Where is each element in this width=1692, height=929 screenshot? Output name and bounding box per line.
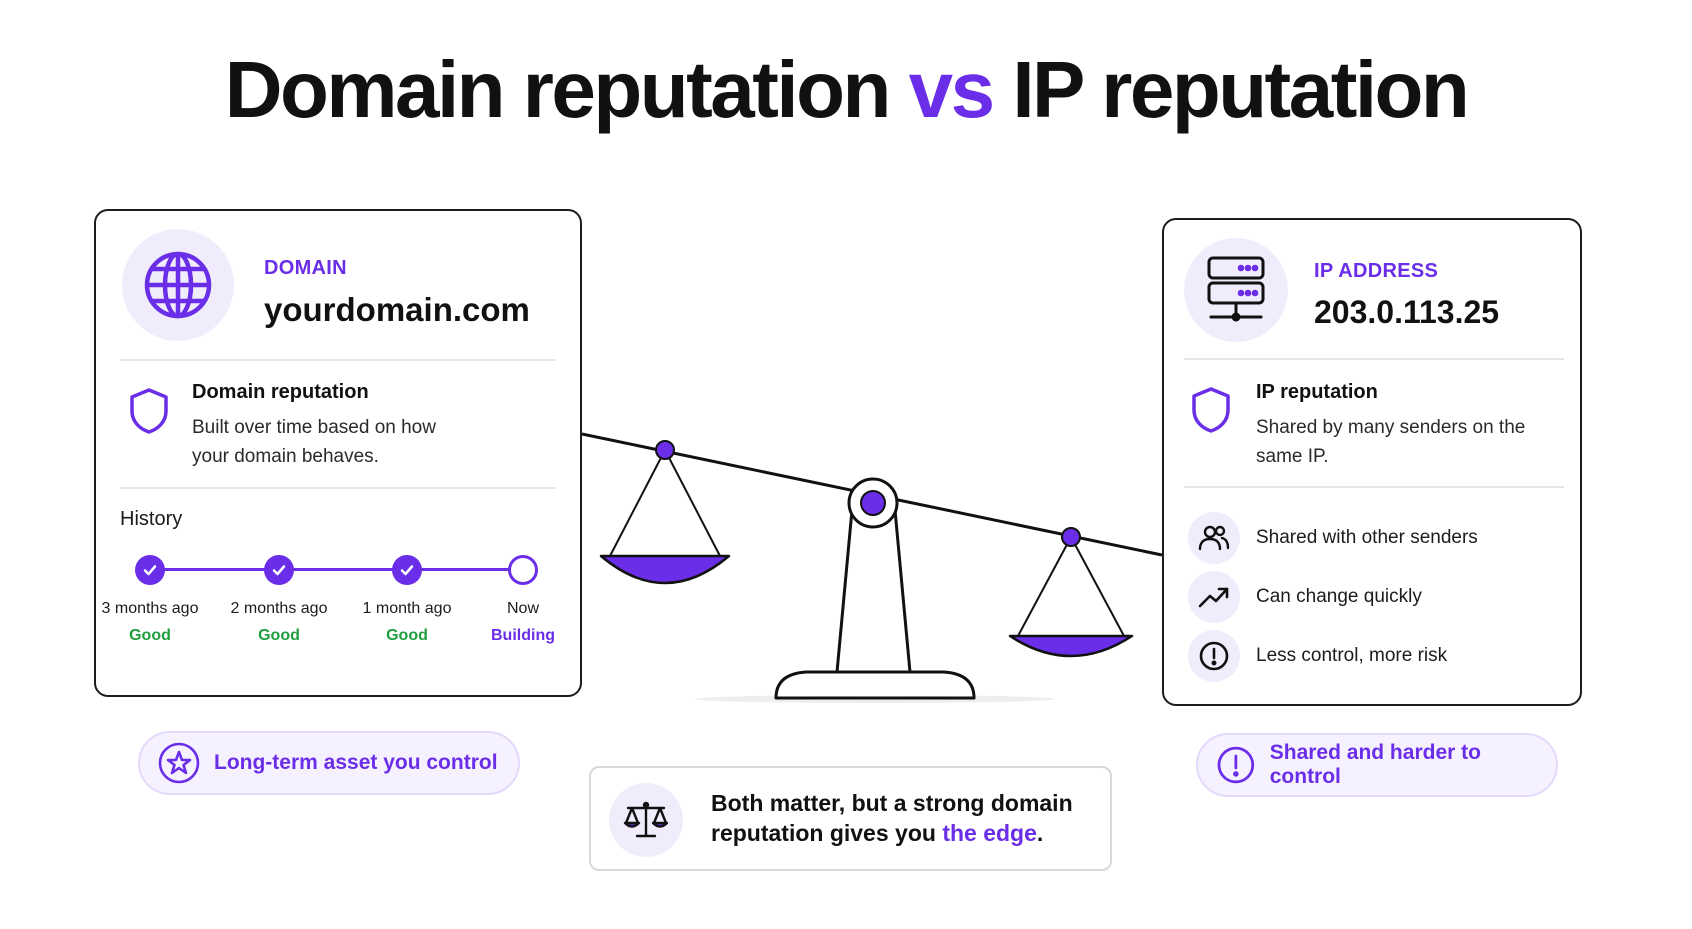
feature-text: Can change quickly (1256, 586, 1422, 607)
title-part-domain: Domain reputation (224, 45, 892, 134)
feature-text: Less control, more risk (1256, 645, 1448, 666)
scale-pivot-dot (860, 490, 886, 516)
conclusion-text: Both matter, but a strong domain reputat… (711, 790, 1073, 846)
alert-circle-icon (1217, 746, 1255, 784)
domain-summary-text: Long-term asset you control (214, 751, 498, 774)
page-title: Domain reputation vs IP reputation (0, 50, 1692, 130)
globe-icon (144, 251, 212, 319)
users-icon (1198, 525, 1230, 551)
shield-icon (1192, 387, 1230, 433)
divider (120, 487, 556, 489)
trend-up-icon (1198, 587, 1229, 608)
ip-reputation-title: IP reputation (1256, 381, 1378, 403)
right-pan (1008, 634, 1134, 658)
feature-text: Shared with other senders (1256, 527, 1478, 548)
server-icon (1207, 256, 1265, 322)
right-pan-hook (1061, 527, 1081, 547)
scale-icon (623, 801, 669, 838)
ip-reputation-desc: Shared by many senders on the same IP. (1256, 417, 1526, 467)
history-empty-node (508, 555, 538, 585)
history-check-node (264, 555, 294, 585)
title-part-ip: IP reputation (1012, 45, 1469, 134)
history-label-item: 2 months ago (230, 600, 328, 617)
history-label-item: 1 month ago (362, 600, 452, 617)
domain-summary-pill: Long-term asset you control (138, 731, 520, 795)
ip-summary-text: Shared and harder to control (1269, 741, 1481, 788)
shield-icon (130, 388, 168, 434)
conclusion-box: Both matter, but a strong domain reputat… (589, 766, 1112, 871)
history-timeline-line (150, 568, 530, 571)
star-circle-icon (158, 742, 200, 784)
history-check-node (392, 555, 422, 585)
ip-card: IP ADDRESS 203.0.113.25 IP reputation Sh… (1162, 218, 1582, 706)
ip-value: 203.0.113.25 (1314, 294, 1500, 330)
right-pan-string-left (1017, 536, 1072, 637)
scale-icon-circle (609, 783, 683, 857)
history-label-item: Now (506, 600, 539, 617)
left-pan (599, 554, 731, 585)
history-label-item: 3 months ago (101, 600, 199, 617)
divider (120, 359, 556, 361)
history-status: Building (491, 627, 555, 644)
feature-item: Can change quickly (1188, 571, 1422, 623)
ip-summary-pill: Shared and harder to control (1196, 733, 1558, 797)
domain-value: yourdomain.com (264, 291, 530, 328)
feature-item: Less control, more risk (1188, 630, 1447, 682)
server-icon-circle (1184, 238, 1288, 342)
history-status: Good (386, 627, 428, 644)
left-pan-string-left (609, 449, 666, 557)
divider (1184, 358, 1564, 360)
domain-reputation-title: Domain reputation (192, 381, 369, 403)
history-label: History (120, 508, 183, 530)
scale-base (774, 670, 976, 700)
history-check-node (135, 555, 165, 585)
domain-card: DOMAIN yourdomain.com Domain reputation … (94, 209, 582, 697)
left-pan-hook (655, 440, 675, 460)
left-pan-string-right (664, 449, 721, 557)
ip-eyebrow: IP ADDRESS (1314, 260, 1439, 282)
check-icon (400, 565, 414, 576)
alert-circle-icon (1199, 641, 1229, 671)
globe-icon-circle (122, 229, 234, 341)
check-icon (143, 565, 157, 576)
history-status: Good (258, 627, 300, 644)
scale-pillar (835, 508, 912, 674)
title-vs: vs (908, 45, 995, 134)
domain-reputation-desc: Built over time based on how your domain… (192, 417, 436, 467)
check-icon (272, 565, 286, 576)
feature-item: Shared with other senders (1188, 512, 1478, 564)
divider (1184, 486, 1564, 488)
right-pan-string-right (1070, 536, 1125, 637)
domain-eyebrow: DOMAIN (264, 257, 347, 279)
history-status: Good (129, 627, 171, 644)
